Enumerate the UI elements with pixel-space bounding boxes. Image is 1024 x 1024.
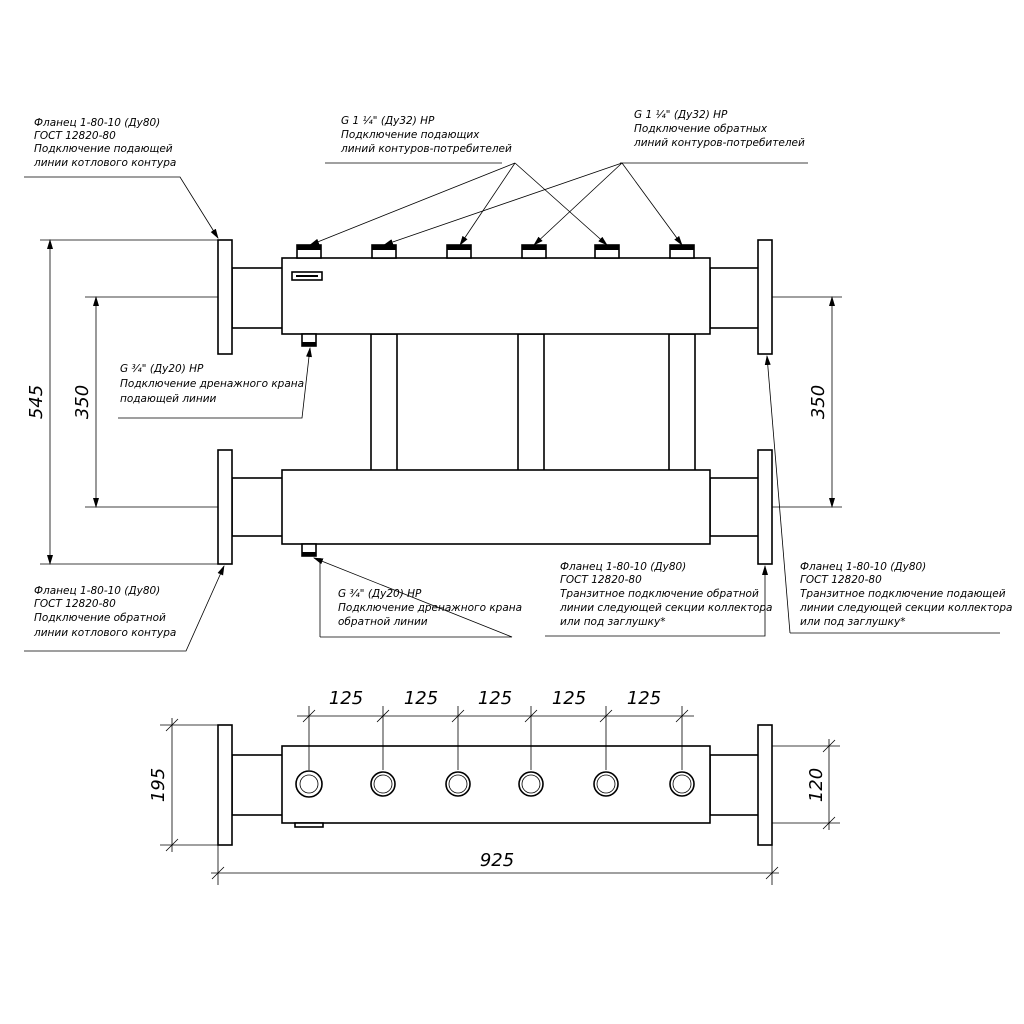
return-header xyxy=(217,449,773,565)
svg-text:Транзитное подключение обратно: Транзитное подключение обратной xyxy=(560,588,759,600)
svg-text:Подключение обратных: Подключение обратных xyxy=(634,123,768,135)
svg-text:G 1 ¼" (Ду32) НР: G 1 ¼" (Ду32) НР xyxy=(341,115,435,127)
note-flange-top-left: Фланец 1-80-10 (Ду80) ГОСТ 12820-80 Подк… xyxy=(33,117,176,169)
dim-pitch-chain xyxy=(297,706,694,770)
leaders xyxy=(24,162,1000,652)
note-transit-supply: Фланец 1-80-10 (Ду80) ГОСТ 12820-80 Тран… xyxy=(799,561,1013,628)
svg-text:ГОСТ 12820-80: ГОСТ 12820-80 xyxy=(800,574,882,586)
dim-545 xyxy=(40,239,218,565)
flange-supply-left xyxy=(217,239,233,355)
dim-195-label: 195 xyxy=(148,768,169,802)
svg-text:Транзитное подключение подающе: Транзитное подключение подающей xyxy=(800,588,1006,600)
dim-195 xyxy=(160,718,218,852)
svg-text:G 1 ¼" (Ду32) НР: G 1 ¼" (Ду32) НР xyxy=(634,109,728,121)
pitch-label-2: 125 xyxy=(404,688,438,709)
pitch-label-4: 125 xyxy=(552,688,586,709)
svg-text:линии следующей секции коллект: линии следующей секции коллектора xyxy=(799,602,1013,614)
dim-350-right xyxy=(772,296,842,508)
dim-350-left xyxy=(85,296,218,508)
note-drain-supply: G ¾" (Ду20) НР Подключение дренажного кр… xyxy=(120,363,304,405)
svg-text:Фланец 1-80-10 (Ду80): Фланец 1-80-10 (Ду80) xyxy=(800,561,926,573)
svg-text:Подключение дренажного крана: Подключение дренажного крана xyxy=(120,378,304,390)
flange-top-view-left xyxy=(217,724,233,846)
front-view: Фланец 1-80-10 (Ду80) ГОСТ 12820-80 Подк… xyxy=(24,109,1013,652)
svg-text:ГОСТ 12820-80: ГОСТ 12820-80 xyxy=(560,574,642,586)
note-supply-ports: G 1 ¼" (Ду32) НР Подключение подающих ли… xyxy=(340,115,512,155)
dim-350-right-label: 350 xyxy=(808,385,829,419)
top-view: 125 125 125 125 125 195 120 xyxy=(148,688,840,885)
flange-top-view-right xyxy=(757,724,773,846)
svg-text:ГОСТ 12820-80: ГОСТ 12820-80 xyxy=(34,598,116,610)
svg-text:подающей линии: подающей линии xyxy=(120,393,217,405)
dim-545-label: 545 xyxy=(26,385,47,419)
top-view-ports xyxy=(295,770,695,798)
svg-text:Подключение дренажного крана: Подключение дренажного крана xyxy=(338,602,522,614)
supply-ports xyxy=(296,244,695,259)
note-drain-return: G ¾" (Ду20) НР Подключение дренажного кр… xyxy=(338,588,522,628)
note-return-ports: G 1 ¼" (Ду32) НР Подключение обратных ли… xyxy=(633,109,805,149)
pitch-label-1: 125 xyxy=(329,688,363,709)
svg-text:линии следующей секции коллект: линии следующей секции коллектора xyxy=(559,602,773,614)
supply-header xyxy=(217,239,773,355)
bypass-pipes xyxy=(370,333,696,473)
note-transit-return: Фланец 1-80-10 (Ду80) ГОСТ 12820-80 Тран… xyxy=(559,561,773,628)
svg-text:или под заглушку*: или под заглушку* xyxy=(560,616,665,628)
dim-120-label: 120 xyxy=(806,768,827,802)
svg-text:обратной линии: обратной линии xyxy=(338,616,428,628)
svg-text:линий контуров-потребителей: линий контуров-потребителей xyxy=(340,143,512,155)
flange-supply-right xyxy=(757,239,773,355)
svg-text:G ¾" (Ду20) НР: G ¾" (Ду20) НР xyxy=(120,363,204,375)
dim-350-left-label: 350 xyxy=(72,385,93,419)
svg-text:Подключение подающих: Подключение подающих xyxy=(341,129,480,141)
pitch-label-3: 125 xyxy=(478,688,512,709)
svg-text:линии котлового контура: линии котлового контура xyxy=(33,627,176,639)
svg-text:Фланец 1-80-10 (Ду80): Фланец 1-80-10 (Ду80) xyxy=(34,117,160,129)
svg-text:ГОСТ 12820-80: ГОСТ 12820-80 xyxy=(34,130,116,142)
dim-120 xyxy=(772,739,840,830)
svg-text:Подключение обратной: Подключение обратной xyxy=(34,612,166,624)
svg-text:или под заглушку*: или под заглушку* xyxy=(800,616,905,628)
flange-return-left xyxy=(217,449,233,565)
svg-text:Фланец 1-80-10 (Ду80): Фланец 1-80-10 (Ду80) xyxy=(34,585,160,597)
note-flange-bottom-left: Фланец 1-80-10 (Ду80) ГОСТ 12820-80 Подк… xyxy=(33,585,176,639)
flange-return-right xyxy=(757,449,773,565)
pitch-label-5: 125 xyxy=(627,688,661,709)
dim-925-label: 925 xyxy=(480,850,514,871)
svg-text:Подключение подающей: Подключение подающей xyxy=(34,143,173,155)
svg-text:линий контуров-потребителей: линий контуров-потребителей xyxy=(633,137,805,149)
dim-925 xyxy=(211,845,779,885)
svg-text:линии котлового контура: линии котлового контура xyxy=(33,157,176,169)
svg-text:G ¾" (Ду20) НР: G ¾" (Ду20) НР xyxy=(338,588,422,600)
svg-text:Фланец 1-80-10 (Ду80): Фланец 1-80-10 (Ду80) xyxy=(560,561,686,573)
